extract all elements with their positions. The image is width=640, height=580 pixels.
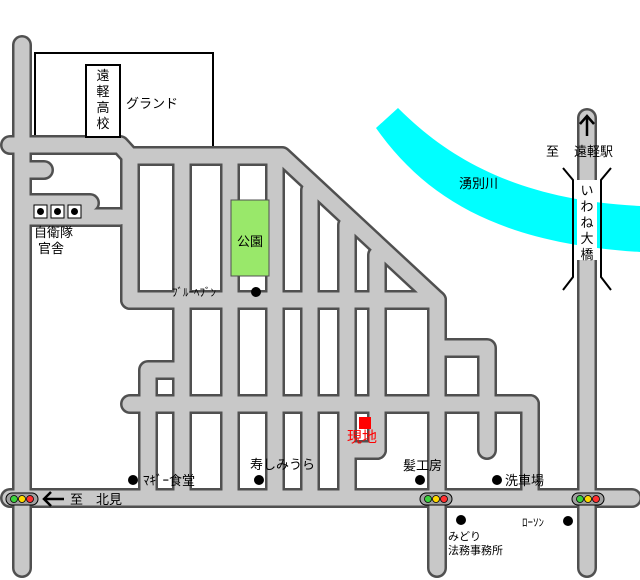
bridge-marks bbox=[562, 167, 612, 291]
midori-label-line2: 法務事務所 bbox=[448, 543, 503, 557]
river-label: 湧別川 bbox=[459, 176, 498, 192]
midori-poi-icon bbox=[456, 515, 466, 525]
bridge-char-5: 橋 bbox=[580, 248, 593, 263]
to-kitami-prefix: 至 bbox=[70, 493, 83, 508]
to-kitami-label: 北見 bbox=[96, 493, 122, 508]
school-grounds-outline bbox=[34, 52, 214, 150]
bluehaven-label: ﾌﾞﾙｰﾍﾌﾞﾝ bbox=[172, 286, 216, 299]
bridge-char-2: わ bbox=[580, 200, 593, 215]
to-engaru-label: 遠軽駅 bbox=[574, 145, 613, 160]
hair-salon-poi-icon bbox=[415, 475, 425, 485]
jsdf-label-line1: 自衛隊 bbox=[34, 225, 73, 241]
park-label: 公園 bbox=[237, 235, 263, 250]
jsdf-housing-icons bbox=[33, 204, 82, 219]
ground-label: グランド bbox=[126, 97, 178, 112]
bluehaven-poi-icon bbox=[251, 287, 261, 297]
arrow-up-icon bbox=[579, 114, 595, 136]
bridge-char-4: 大 bbox=[580, 232, 593, 247]
park-area bbox=[230, 199, 270, 277]
jsdf-label-line2: 官舎 bbox=[38, 241, 64, 257]
sushi-miura-label: 寿しみうら bbox=[250, 458, 315, 473]
bridge-char-1: い bbox=[580, 184, 593, 199]
site-marker bbox=[359, 417, 371, 429]
lawson-poi-icon bbox=[563, 516, 573, 526]
car-wash-poi-icon bbox=[492, 475, 502, 485]
school-name-char-1: 遠 bbox=[96, 69, 109, 84]
traffic-signal-icon bbox=[571, 492, 605, 506]
traffic-signal-icon bbox=[419, 492, 453, 506]
traffic-signal-icon bbox=[5, 492, 39, 506]
magi-shokudo-label: ﾏｷﾞｰ食堂 bbox=[143, 473, 195, 489]
hair-salon-label: 髪工房 bbox=[403, 458, 442, 474]
car-wash-label: 洗車場 bbox=[505, 474, 544, 489]
arrow-left-icon bbox=[42, 491, 64, 507]
midori-label-line1: みどり bbox=[448, 530, 481, 543]
sushi-miura-poi-icon bbox=[254, 475, 264, 485]
site-label: 現地 bbox=[347, 428, 377, 446]
bridge-label-bg bbox=[577, 180, 597, 260]
to-engaru-prefix: 至 bbox=[546, 145, 559, 160]
school-name-char-4: 校 bbox=[96, 116, 109, 132]
school-name-box bbox=[85, 64, 121, 138]
lawson-label: ﾛｰｿﾝ bbox=[522, 516, 544, 529]
magi-shokudo-poi-icon bbox=[128, 475, 138, 485]
school-name-char-3: 高 bbox=[96, 100, 109, 116]
school-name-char-2: 軽 bbox=[96, 85, 109, 100]
bridge-char-3: ね bbox=[580, 216, 593, 231]
